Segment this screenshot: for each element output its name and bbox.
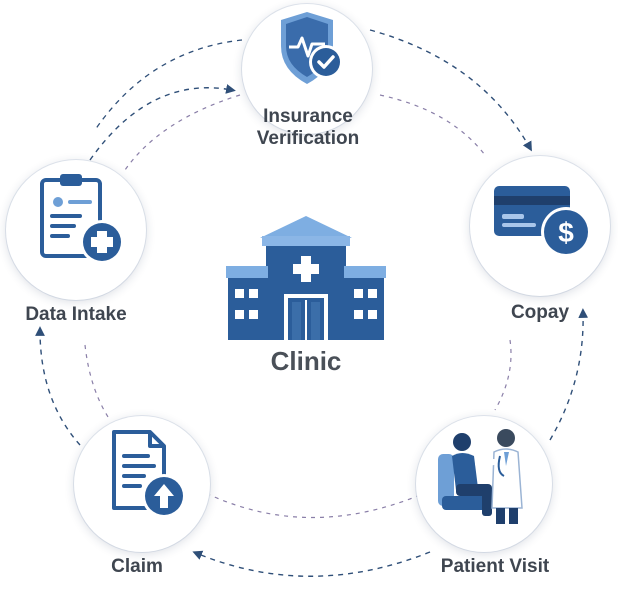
- node-copay[interactable]: $: [470, 156, 610, 296]
- label-insurance-line-2: Verification: [256, 128, 360, 149]
- label-claim: Claim: [111, 556, 163, 577]
- inner-ring-left: [84, 344, 111, 421]
- svg-text:$: $: [558, 217, 574, 248]
- doctor-patient-icon: [438, 429, 523, 524]
- node-data-intake[interactable]: [6, 160, 146, 300]
- node-patient-visit[interactable]: [416, 416, 552, 552]
- inner-ring-right: [494, 339, 512, 411]
- inner-ring-top-left: [124, 94, 241, 171]
- document-upload-icon: [112, 430, 186, 518]
- arrow-visit-to-claim: [192, 550, 431, 577]
- clipboard-medical-icon: [40, 174, 124, 264]
- credit-card-dollar-icon: $: [494, 186, 591, 257]
- label-insurance: Insurance Verification: [238, 106, 378, 150]
- label-insurance-line-1: Insurance: [263, 106, 353, 127]
- inner-ring-top-right: [379, 94, 486, 156]
- node-claim[interactable]: [74, 416, 210, 552]
- arrow-intake-to-insurance: [89, 84, 236, 161]
- node-insurance-verification[interactable]: [242, 4, 372, 134]
- shield-check-icon: [281, 12, 343, 84]
- label-data-intake: Data Intake: [25, 304, 127, 325]
- label-copay: Copay: [510, 302, 570, 323]
- label-patient-visit: Patient Visit: [440, 556, 550, 577]
- clinic-label: Clinic: [270, 346, 342, 376]
- arrow-claim-to-intake: [35, 326, 81, 446]
- link-insurance-top-left: [94, 39, 243, 131]
- inner-ring-bottom: [209, 494, 421, 519]
